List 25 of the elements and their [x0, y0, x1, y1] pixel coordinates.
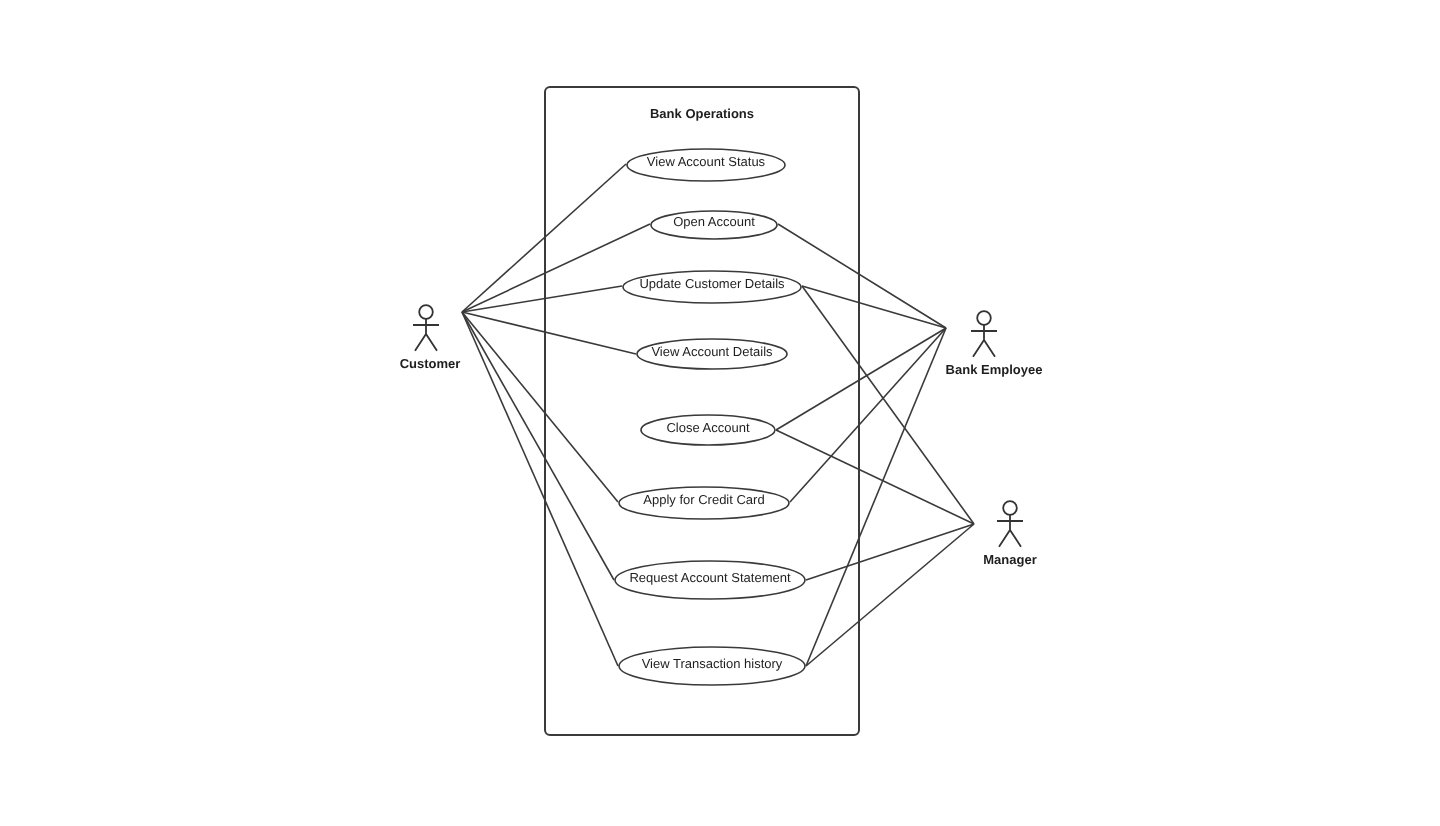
association-line	[777, 223, 947, 329]
use-case-ellipse	[618, 646, 806, 686]
association-line	[805, 523, 975, 667]
use-case-ellipse	[650, 209, 778, 239]
association-line	[801, 285, 975, 525]
use-case-ellipse	[640, 414, 776, 446]
association-line	[461, 311, 637, 355]
system-boundary	[544, 86, 860, 736]
association-line	[461, 311, 615, 581]
association-line	[775, 429, 975, 525]
use-case-ellipse	[636, 338, 788, 370]
use-case-ellipse	[626, 147, 786, 181]
use-case-ellipse	[614, 560, 806, 600]
association-line	[805, 327, 947, 667]
use-case-ellipse	[618, 485, 790, 519]
association-line	[461, 311, 619, 667]
association-line	[461, 163, 627, 313]
association-line	[805, 523, 975, 581]
use-case-ellipse	[622, 269, 802, 303]
association-line	[461, 311, 619, 503]
association-line	[789, 327, 947, 503]
association-line	[775, 327, 947, 431]
association-line	[801, 285, 947, 329]
association-line	[461, 223, 651, 313]
association-line	[461, 285, 623, 313]
